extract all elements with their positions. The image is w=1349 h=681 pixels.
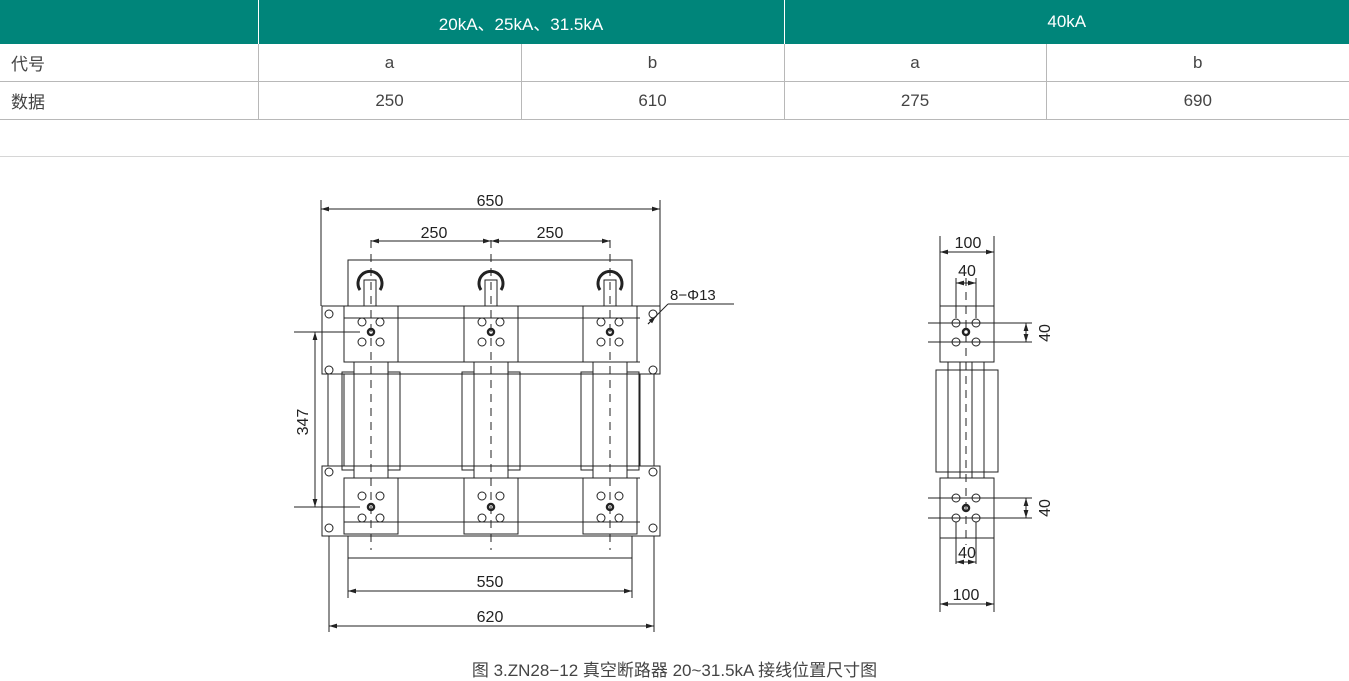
dim-label-250-right: 250: [537, 225, 564, 242]
header-blank: [0, 0, 259, 44]
pole-1: [341, 240, 401, 550]
pole-3: [580, 240, 640, 550]
dim-left-height: 347: [294, 331, 360, 508]
dim-label-347: 347: [295, 409, 312, 436]
dim-pole-spacing: 250 250: [371, 225, 610, 244]
side-bottom-block: [939, 477, 995, 539]
section-divider: [0, 156, 1349, 157]
side-dim-label-40-upper: 40: [1037, 324, 1054, 342]
table-cell: b: [521, 44, 785, 82]
side-top-block: [939, 305, 995, 363]
pole-2: [461, 240, 521, 550]
row-label: 数据: [0, 81, 259, 120]
side-dim-label-40-lower: 40: [1037, 499, 1054, 517]
table-cell: 275: [784, 81, 1047, 120]
table-cell: b: [1046, 44, 1349, 82]
top-back-plate: [347, 259, 633, 307]
table-cell: 690: [1046, 81, 1349, 120]
mounting-holes: [324, 309, 658, 533]
dim-bottom-inner: 550: [347, 558, 633, 598]
table-cell: a: [258, 44, 522, 82]
dim-hole-note: 8−Φ13: [647, 287, 734, 325]
side-dim-label-40-top: 40: [958, 263, 976, 280]
bottom-plate: [347, 535, 633, 559]
side-dim-label-100-bottom: 100: [953, 587, 980, 604]
dim-label-650: 650: [477, 193, 504, 210]
side-dim-label-100-top: 100: [955, 235, 982, 252]
header-rating-group-1: 20kA、25kA、31.5kA: [258, 0, 785, 44]
dimension-table: 20kA、25kA、31.5kA 40kA 代号 a b a b 数据 250 …: [0, 0, 1349, 120]
header-rating-group-2: 40kA: [784, 0, 1349, 44]
dim-overall-width: 650: [320, 193, 661, 306]
table-row: 数据 250 610 275 690: [0, 81, 1349, 120]
side-dim-label-40-bottom: 40: [958, 545, 976, 562]
dim-label-hole: 8−Φ13: [670, 287, 716, 304]
figure-caption: 图 3.ZN28−12 真空断路器 20~31.5kA 接线位置尺寸图: [471, 661, 878, 680]
table-header-row: 20kA、25kA、31.5kA 40kA: [0, 0, 1349, 44]
side-view: 100 40 40 40 40 100: [928, 235, 1054, 612]
front-view: 650 250 250 8−Φ13 347: [294, 193, 734, 632]
dim-label-620: 620: [477, 609, 504, 626]
table-cell: 250: [258, 81, 522, 120]
table-cell: a: [784, 44, 1047, 82]
dim-bottom-outer: 620: [328, 536, 655, 632]
side-body: [935, 369, 999, 473]
table-cell: 610: [521, 81, 785, 120]
table-row: 代号 a b a b: [0, 44, 1349, 82]
dim-label-250-left: 250: [421, 225, 448, 242]
row-label: 代号: [0, 44, 259, 82]
dim-label-550: 550: [477, 574, 504, 591]
